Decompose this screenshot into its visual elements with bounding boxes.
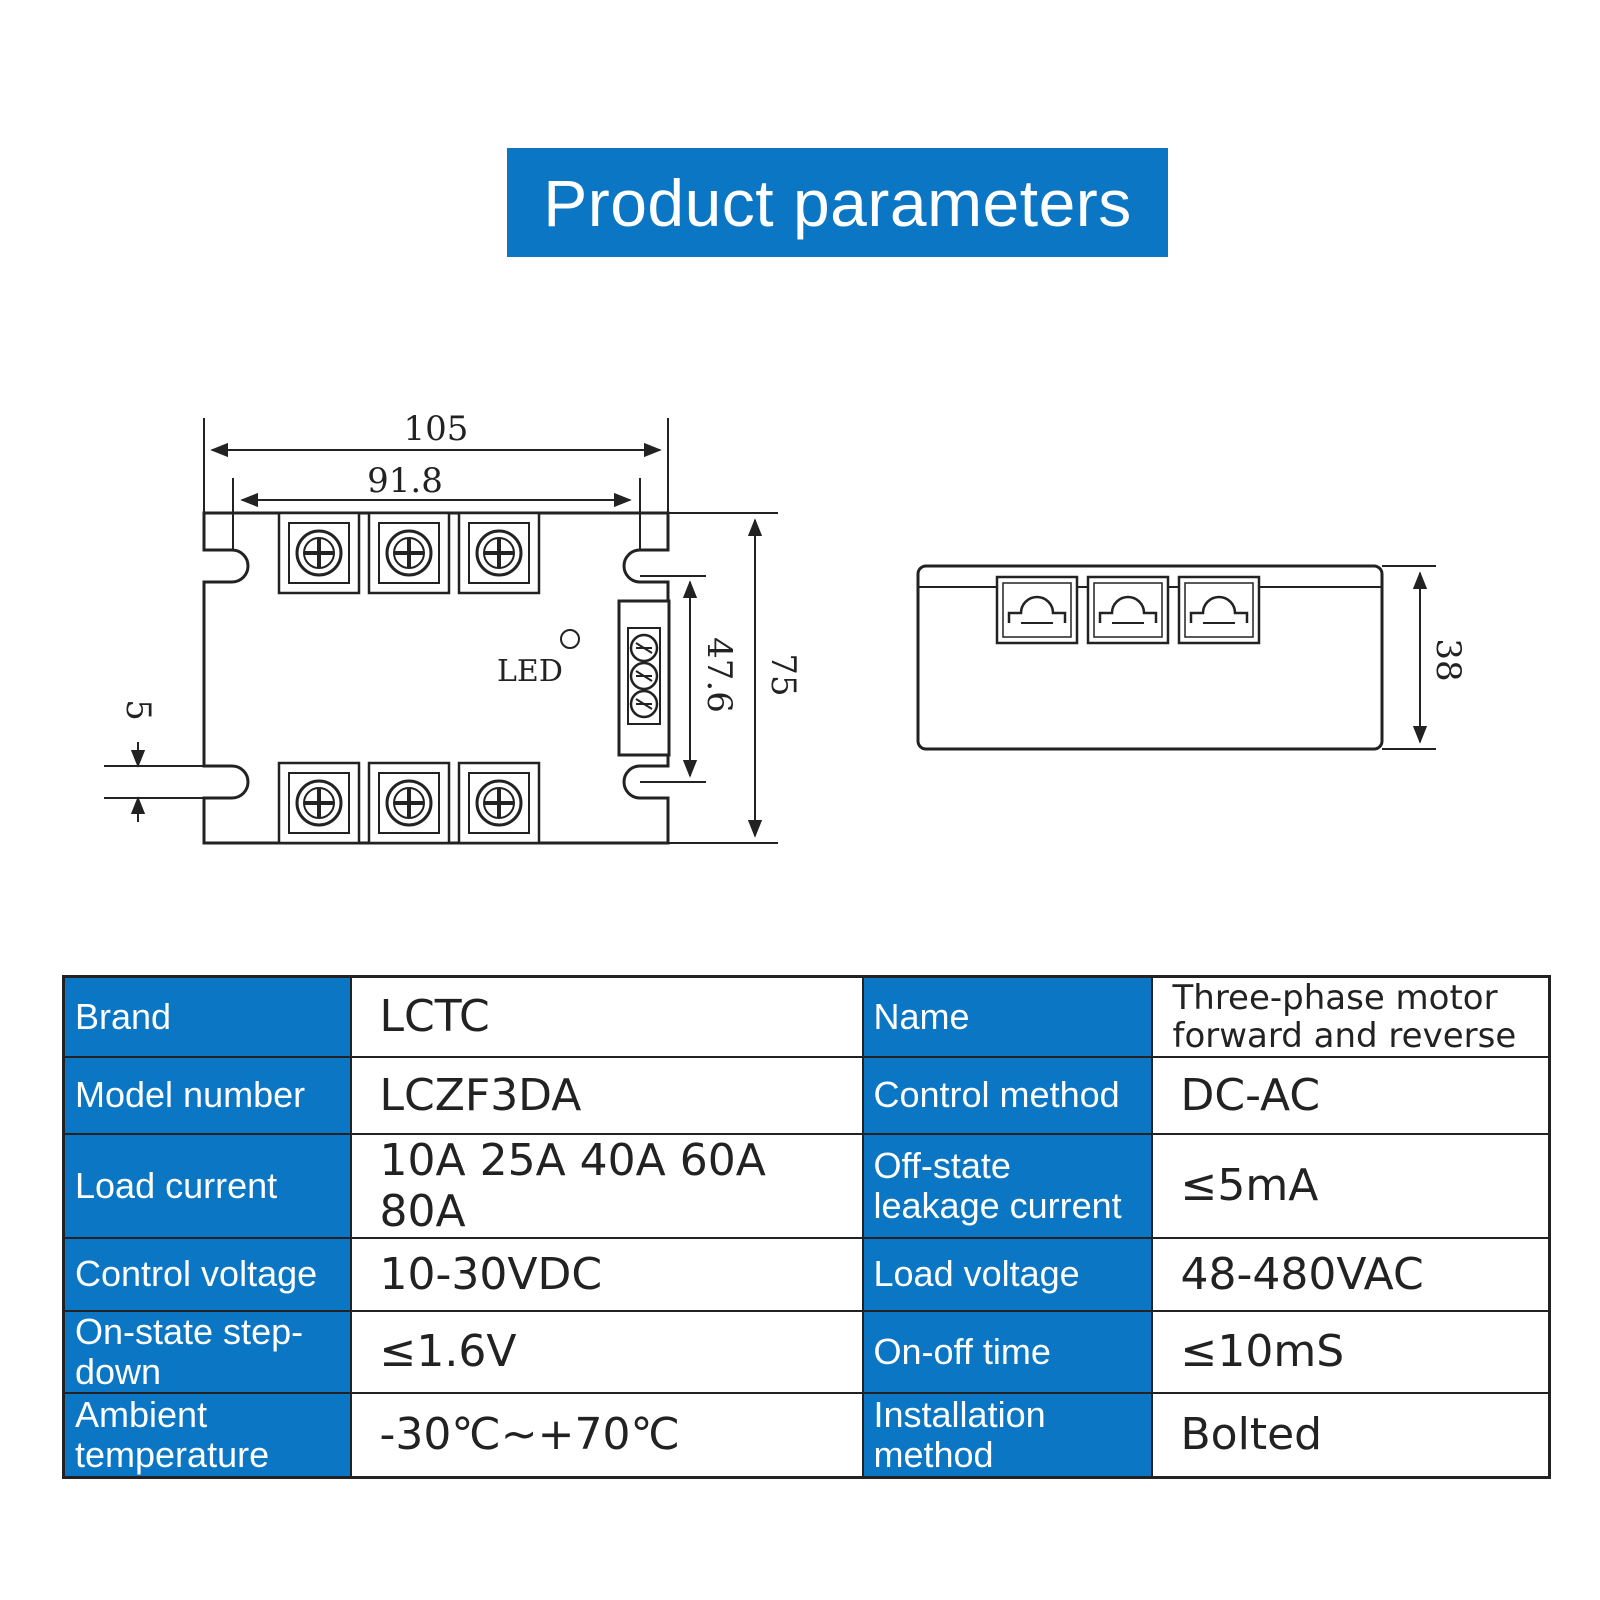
relay-side-outline xyxy=(916,564,1384,751)
dim-depth: 38 xyxy=(1428,638,1468,681)
param-value: 10-30VDC xyxy=(349,1236,864,1312)
param-key: Control voltage xyxy=(62,1236,352,1312)
dimension-drawing: LED 105 91.8 75 47.6 5 38 xyxy=(104,409,1468,845)
param-key: Brand xyxy=(62,975,352,1058)
param-value: ≤5mA xyxy=(1150,1132,1551,1239)
param-value: Bolted xyxy=(1150,1391,1551,1479)
param-key: Installation method xyxy=(861,1391,1153,1479)
param-key: Control method xyxy=(861,1055,1153,1135)
param-key: Off-state leakage current xyxy=(861,1132,1153,1239)
table-row: Load current 10A 25A 40A 60A 80A Off-sta… xyxy=(62,1132,1551,1239)
dim-inner-height: 47.6 xyxy=(699,637,739,713)
side-terminals xyxy=(995,575,1261,645)
param-key: Model number xyxy=(62,1055,352,1135)
table-row: Model number LCZF3DA Control method DC-A… xyxy=(62,1055,1551,1135)
param-value: ≤1.6V xyxy=(349,1309,864,1394)
dim-terminal-width: 91.8 xyxy=(367,461,443,501)
page-title: Product parameters xyxy=(507,148,1168,257)
param-key: Name xyxy=(861,975,1153,1058)
dim-total-width: 105 xyxy=(404,409,469,449)
top-terminals xyxy=(277,511,541,595)
param-value: Three-phase motor forward and reverse xyxy=(1150,975,1551,1058)
parameters-table: Brand LCTC Name Three-phase motor forwar… xyxy=(62,975,1551,1479)
param-value: 48-480VAC xyxy=(1150,1236,1551,1312)
table-row: Ambient temperature -30℃~+70℃ Installati… xyxy=(62,1391,1551,1479)
control-terminal-block xyxy=(617,599,671,757)
table-row: On-state step-down ≤1.6V On-off time ≤10… xyxy=(62,1309,1551,1394)
param-key: On-state step-down xyxy=(62,1309,352,1394)
param-value: DC-AC xyxy=(1150,1055,1551,1135)
param-key: On-off time xyxy=(861,1309,1153,1394)
param-value: 10A 25A 40A 60A 80A xyxy=(349,1132,864,1239)
bottom-terminals xyxy=(277,761,541,845)
led-indicator xyxy=(560,629,580,649)
param-key: Load current xyxy=(62,1132,352,1239)
dim-height: 75 xyxy=(763,653,803,696)
param-value: LCTC xyxy=(349,975,864,1058)
led-label: LED xyxy=(497,654,563,689)
param-key: Ambient temperature xyxy=(62,1391,352,1479)
param-value: LCZF3DA xyxy=(349,1055,864,1135)
table-row: Brand LCTC Name Three-phase motor forwar… xyxy=(62,975,1551,1058)
param-value: -30℃~+70℃ xyxy=(349,1391,864,1479)
param-value: ≤10mS xyxy=(1150,1309,1551,1394)
table-row: Control voltage 10-30VDC Load voltage 48… xyxy=(62,1236,1551,1312)
param-key: Load voltage xyxy=(861,1236,1153,1312)
dim-slot: 5 xyxy=(118,699,158,721)
